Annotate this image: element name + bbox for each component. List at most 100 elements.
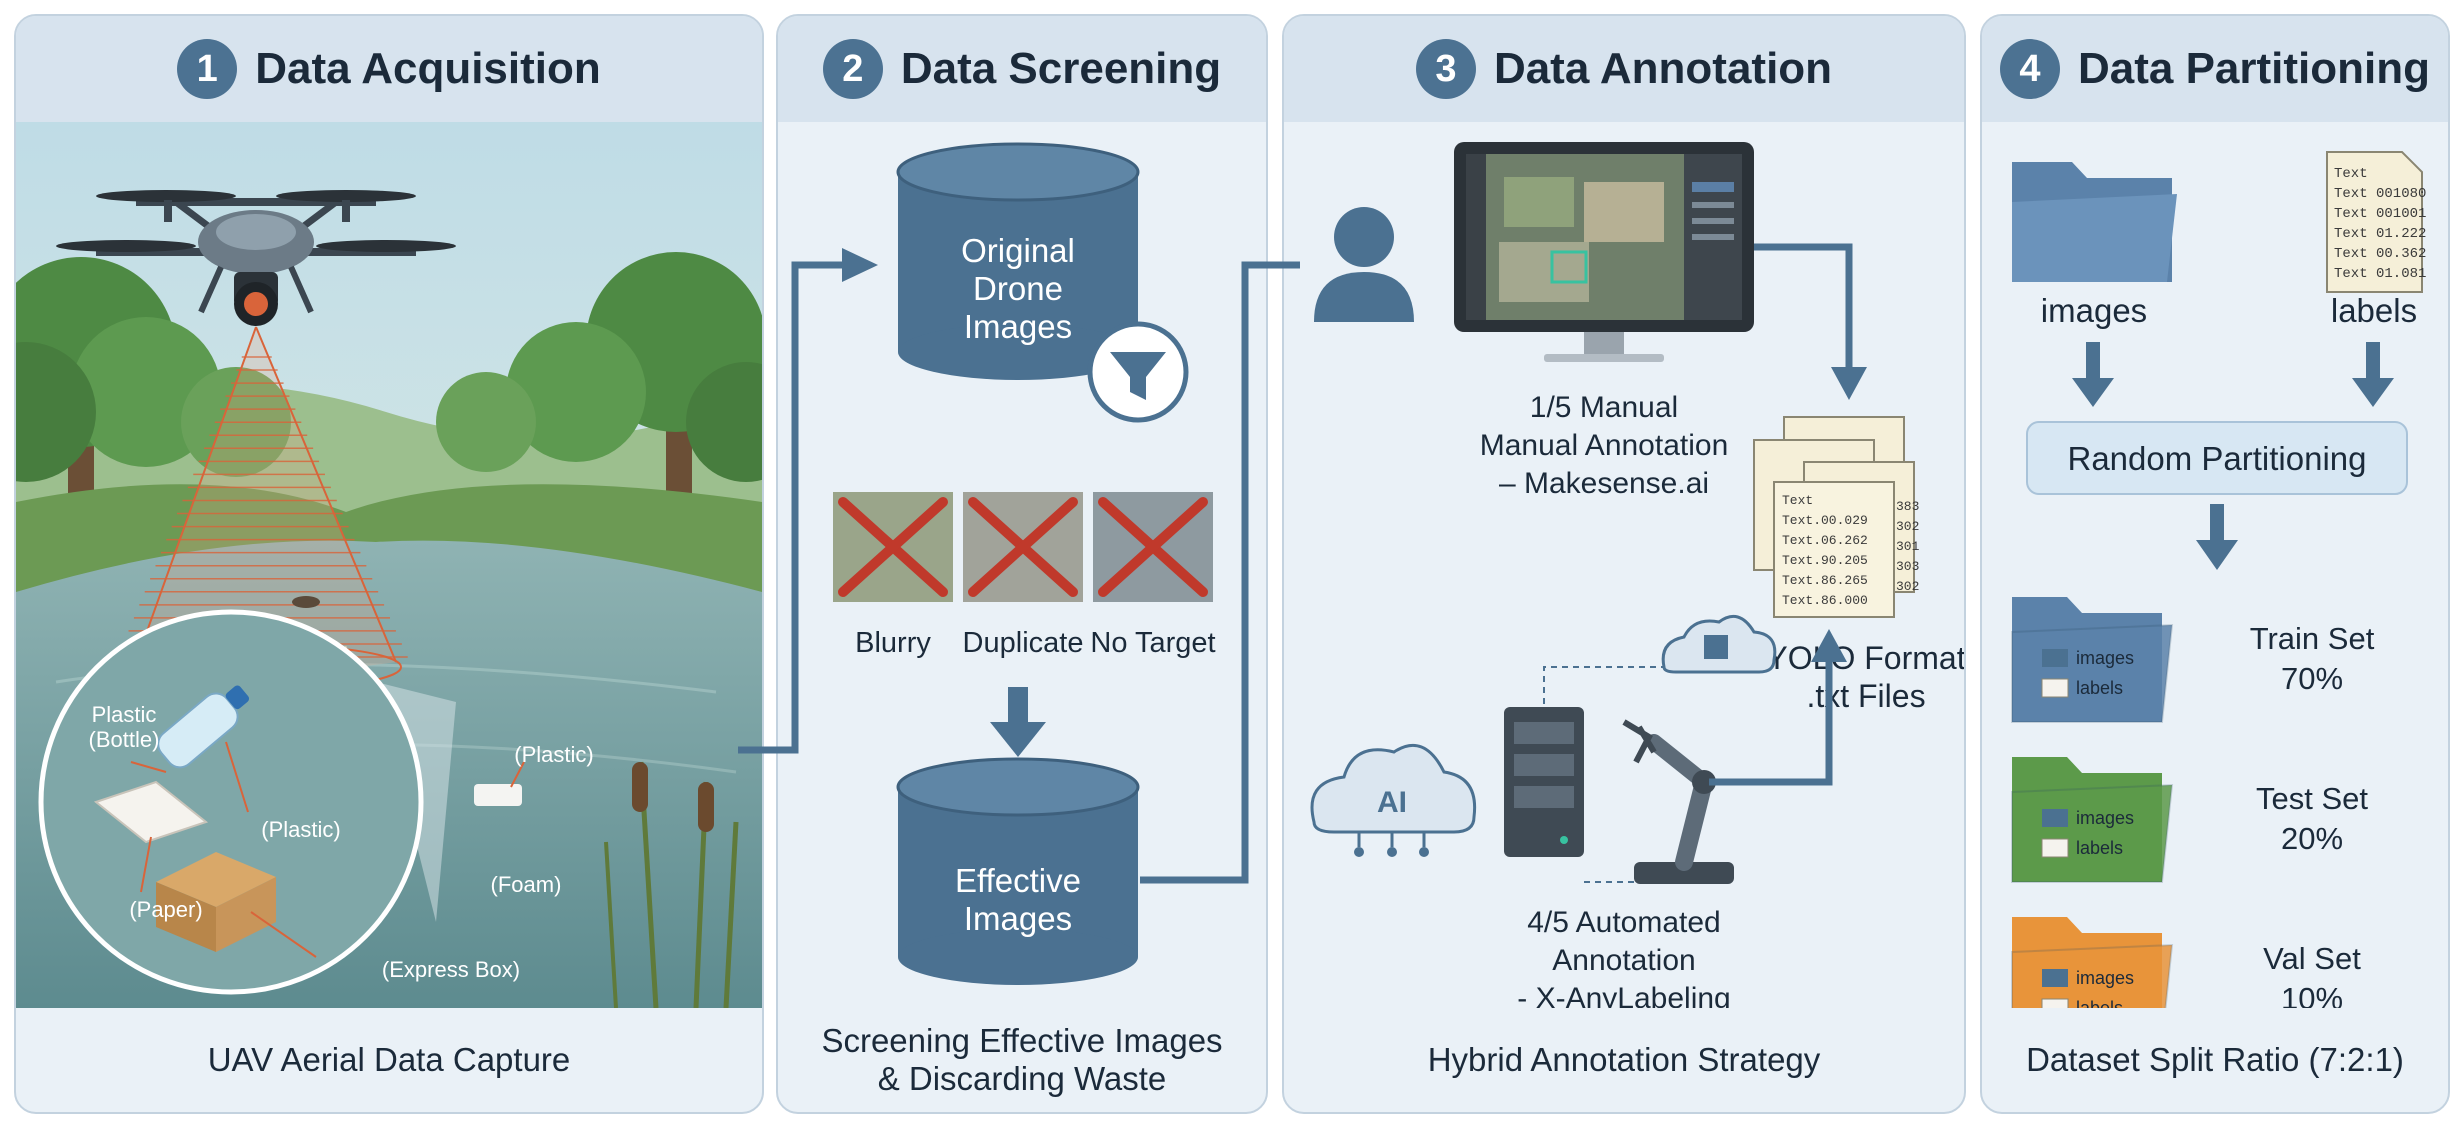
panel-data-screening: 2 Data Screening Original Drone Images [776,14,1268,1114]
discard-label-no-target: No Target [1090,627,1215,659]
mini-file-icon [2041,678,2069,698]
labels-file-line-1: Text [2334,166,2368,182]
arrow-down-icon [2352,378,2394,407]
mini-folder-icon [2042,649,2068,667]
panel-footer: Screening Effective Images& Discarding W… [778,1008,1266,1112]
folder-images-label: images [2076,648,2134,668]
auto-line-2: Annotation [1552,944,1695,977]
step-number: 1 [177,39,238,99]
set-name: Val Set [2263,941,2361,976]
yolo-line-1: YOLO Format [1766,640,1964,676]
down-arrow-icon [990,687,1046,757]
random-partitioning-label: Random Partitioning [2068,440,2367,477]
callout-plastic-inner: (Plastic) [261,817,340,842]
original-images-cylinder: Original Drone Images [896,142,1140,380]
callout-bottle: (Bottle) [89,727,160,752]
random-partitioning-box [2026,421,2408,495]
set-percent: 70% [2281,661,2343,696]
callout-paper: (Paper) [129,897,202,922]
ai-badge: AI [1377,786,1407,819]
doc-line-3: Text.06.262 [1782,533,1868,548]
panel-header: 2 Data Screening [778,16,1266,122]
dataset-split-0: images labels Train Set 70% [2011,597,2375,723]
auto-line-1: 4/5 Automated [1527,906,1720,939]
panel-footer: Dataset Split Ratio (7:2:1) [2026,1041,2404,1079]
manual-line-3: – Makesense.ai [1499,467,1709,500]
folder-labels-label: labels [2076,998,2123,1008]
footer-line-2: & Discarding Waste [877,1060,1167,1097]
labels-file-icon: Text Text 001080 Text 001001 Text 01.222… [2326,151,2426,293]
mini-file-icon [2041,838,2069,858]
panel-header: 3 Data Annotation [1284,16,1964,122]
labels-label: labels [2331,292,2417,329]
images-folder-icon [2012,162,2177,282]
manual-line-2: Manual Annotation [1480,429,1729,462]
doc-line-6: Text.86.000 [1782,593,1868,608]
arrow-down-icon [2072,378,2114,407]
callout-foam: (Foam) [491,872,562,897]
folder-icon [2011,623,2174,723]
folder-labels-label: labels [2076,678,2123,698]
labels-file-line-5: Text 00.362 [2334,246,2426,262]
server-icon [1504,707,1584,857]
panel-data-annotation: 3 Data Annotation [1282,14,1966,1114]
mini-folder-icon [2042,809,2068,827]
partitioning-illustration: images Text Text 001080 Text 001001 Text… [2011,151,2426,1008]
footer-line-1: Screening Effective Images [821,1022,1223,1060]
dataset-split-2: images labels Val Set 10% [2011,917,2361,1008]
manual-line-1: 1/5 Manual [1530,391,1678,424]
original-label-3: Images [964,308,1072,345]
chip-cloud-icon [1661,614,1777,674]
doc-line-4: Text.90.205 [1782,553,1868,568]
panel-footer: UAV Aerial Data Capture [207,1041,571,1079]
callout-express-box: (Express Box) [382,957,520,982]
panel-title: Data Acquisition [255,44,601,93]
labels-file-line-6: Text 01.081 [2334,266,2426,282]
doc-side-2: 302 [1896,519,1919,534]
folder-labels-label: labels [2076,838,2123,858]
panel-header: 4 Data Partitioning [1982,16,2448,122]
doc-side-5: 302 [1896,579,1919,594]
mini-file-icon [2041,998,2069,1008]
doc-side-1: 383 [1896,499,1919,514]
doc-line-1: Text [1782,493,1813,508]
original-label-2: Drone [973,270,1063,307]
reeds [604,761,739,1008]
yolo-line-2: .txt Files [1806,678,1925,714]
set-percent: 20% [2281,821,2343,856]
labels-file-line-3: Text 001001 [2334,206,2426,222]
folder-images-label: images [2076,968,2134,988]
doc-side-4: 303 [1896,559,1919,574]
panel-title: Data Screening [900,44,1222,93]
doc-line-2: Text.00.029 [1782,513,1868,528]
callout-plastic: Plastic [92,702,157,727]
discard-label-blurry: Blurry [855,627,931,659]
monitor-icon [1454,142,1754,362]
panel-title: Data Partitioning [2077,44,2431,93]
images-label: images [2041,292,2147,329]
effective-images-cylinder: Effective Images [896,757,1140,985]
effective-label-2: Images [964,900,1072,937]
set-percent: 10% [2281,981,2343,1008]
mini-folder-icon [2042,969,2068,987]
screening-illustration: Original Drone Images Blurry Duplicat [833,142,1216,985]
auto-line-3: - X-AnyLabeling [1517,982,1730,1008]
ai-cloud-icon: AI [1310,743,1477,857]
arrow-down-icon [2196,540,2238,570]
river-scene-illustration: Plastic (Bottle) (Plastic) (Paper) (Expr… [16,122,762,1008]
yolo-label-files-icon: 383 302 301 303 302 Text Text.00.029 Tex… [1753,416,1920,618]
set-name: Train Set [2250,621,2375,656]
original-label-1: Original [961,232,1075,269]
discard-label-duplicate: Duplicate [963,627,1084,659]
folder-images-label: images [2076,808,2134,828]
doc-line-5: Text.86.265 [1782,573,1868,588]
labels-file-line-4: Text 01.222 [2334,226,2426,242]
doc-side-3: 301 [1896,539,1920,554]
box-icon [156,852,276,952]
panel-data-acquisition: 1 Data Acquisition [14,14,764,1114]
panel-data-partitioning: 4 Data Partitioning images Text Text 001… [1980,14,2450,1114]
step-number: 3 [1415,39,1476,99]
folder-icon [2011,943,2174,1008]
